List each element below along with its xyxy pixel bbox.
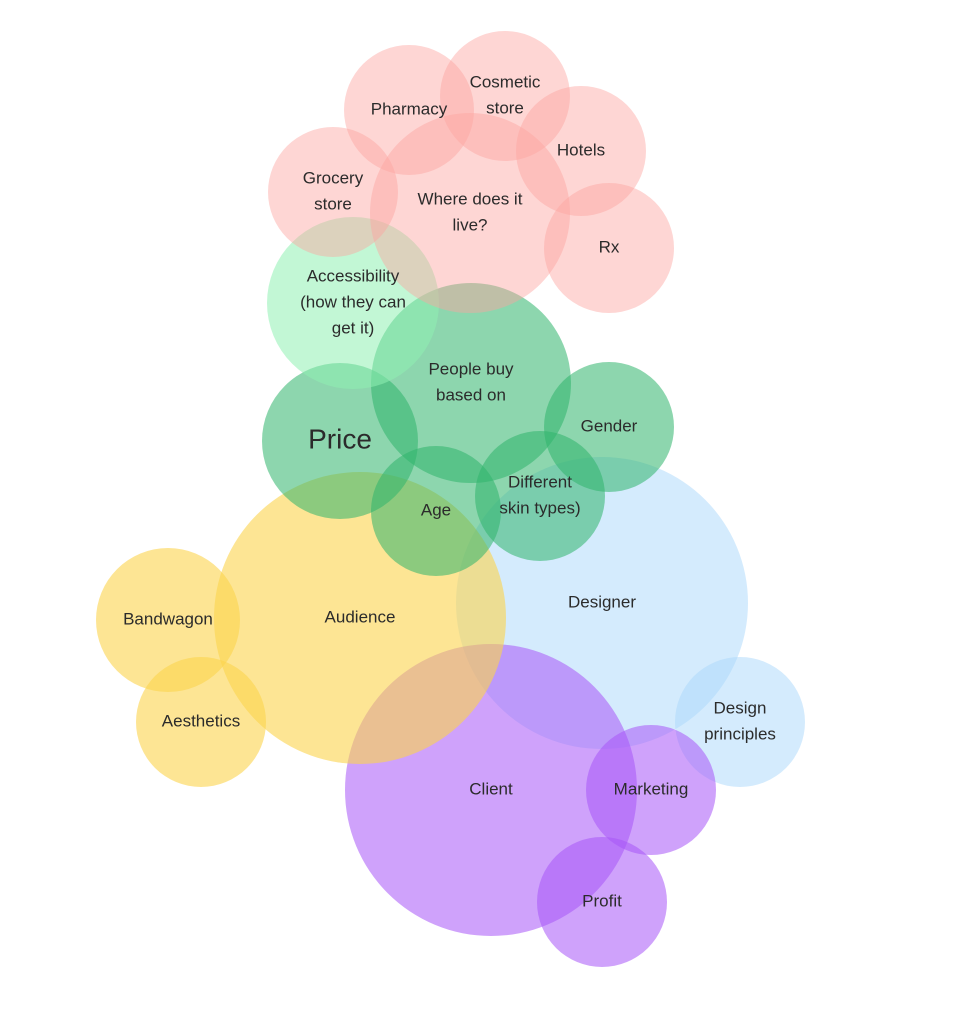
bubble-hotels: [516, 86, 646, 216]
bubble-rx: [544, 183, 674, 313]
bubble-label-line: People buy: [428, 359, 514, 378]
bubble-label-rx: Rx: [599, 237, 620, 256]
bubble-label-grocery-store: Grocery store: [303, 168, 364, 213]
bubble-grocery-store: [268, 127, 398, 257]
bubble-label-line: live?: [453, 215, 488, 234]
bubble-label-aesthetics: Aesthetics: [162, 711, 240, 730]
bubble-label-line: Age: [421, 500, 451, 519]
bubble-label-line: store: [486, 98, 524, 117]
bubble-label-line: Price: [308, 423, 372, 454]
bubble-label-line: Pharmacy: [371, 99, 448, 118]
bubble-label-people-buy-based-on: People buy based on: [428, 359, 514, 404]
bubble-label-marketing: Marketing: [614, 779, 689, 798]
bubble-label-line: Client: [469, 779, 513, 798]
bubble-label-bandwagon: Bandwagon: [123, 609, 213, 628]
bubble-label-pharmacy: Pharmacy: [371, 99, 448, 118]
bubble-label-line: Cosmetic: [470, 72, 541, 91]
bubble-pharmacy: [344, 45, 474, 175]
bubble-accessibility: [267, 217, 439, 389]
bubble-label-line: Marketing: [614, 779, 689, 798]
bubble-where-does-it-live: [370, 113, 570, 313]
bubble-label-line: Where does it: [418, 189, 523, 208]
bubble-profit: [537, 837, 667, 967]
bubble-label-audience: Audience: [325, 607, 396, 626]
bubble-label-hotels: Hotels: [557, 140, 605, 159]
bubble-label-line: Accessibility: [307, 266, 400, 285]
bubble-cosmetic-store: [440, 31, 570, 161]
bubble-label-line: (how they can: [300, 292, 406, 311]
bubbles-layer: [96, 31, 805, 967]
bubble-label-profit: Profit: [582, 891, 622, 910]
bubble-age: [371, 446, 501, 576]
bubble-different-skin-types: [475, 431, 605, 561]
bubble-label-line: skin types): [499, 498, 580, 517]
bubble-label-gender: Gender: [581, 416, 638, 435]
bubble-label-line: Gender: [581, 416, 638, 435]
bubble-label-line: principles: [704, 724, 776, 743]
bubble-label-age: Age: [421, 500, 451, 519]
bubble-aesthetics: [136, 657, 266, 787]
bubble-label-line: Profit: [582, 891, 622, 910]
bubble-label-where-does-it-live: Where does it live?: [418, 189, 523, 234]
bubble-label-designer: Designer: [568, 592, 636, 611]
bubble-label-line: Different: [508, 472, 572, 491]
bubble-label-line: Audience: [325, 607, 396, 626]
bubble-label-line: Design: [714, 698, 767, 717]
bubble-label-line: store: [314, 194, 352, 213]
bubble-label-line: Designer: [568, 592, 636, 611]
bubble-bandwagon: [96, 548, 240, 692]
bubble-label-line: Rx: [599, 237, 620, 256]
bubble-label-price: Price: [308, 423, 372, 454]
bubble-label-accessibility: Accessibility (how they can get it): [300, 266, 406, 337]
bubble-label-design-principles: Design principles: [704, 698, 776, 743]
bubble-label-different-skin-types: Different skin types): [499, 472, 580, 517]
bubble-label-line: Hotels: [557, 140, 605, 159]
bubble-design-principles: [675, 657, 805, 787]
bubble-label-client: Client: [469, 779, 513, 798]
bubble-marketing: [586, 725, 716, 855]
bubble-label-line: based on: [436, 385, 506, 404]
bubble-label-line: Bandwagon: [123, 609, 213, 628]
bubble-label-line: get it): [332, 318, 375, 337]
bubble-label-cosmetic-store: Cosmetic store: [470, 72, 541, 117]
bubble-label-line: Aesthetics: [162, 711, 240, 730]
bubble-label-line: Grocery: [303, 168, 364, 187]
